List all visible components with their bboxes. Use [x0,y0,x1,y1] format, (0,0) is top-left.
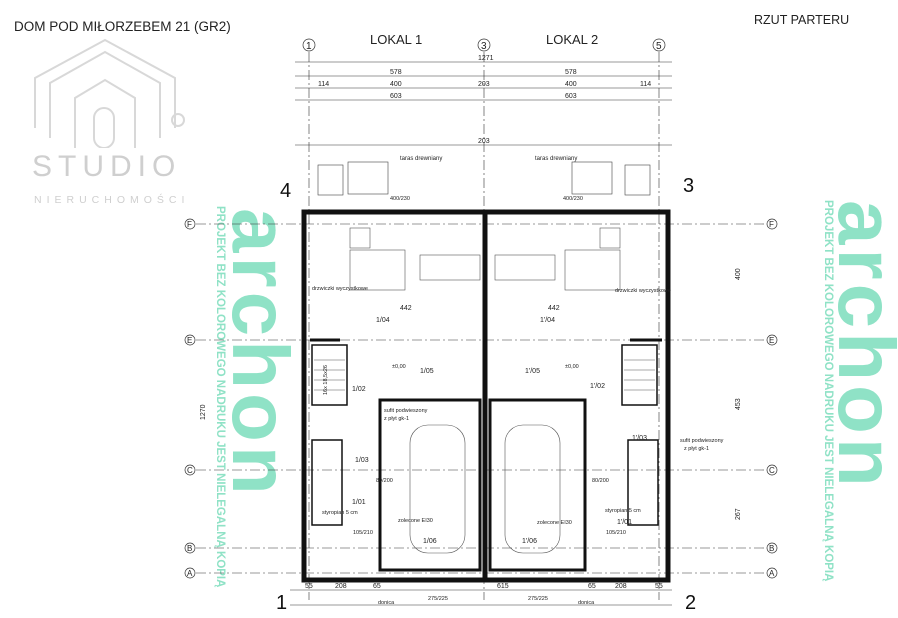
plan-label: A [769,569,775,578]
plan-label: 615 [497,583,509,590]
plan-label: 65 [588,583,596,590]
plan-label: sufit podwieszony [384,408,428,414]
axis-1: 1 [306,41,312,52]
plan-label: ±0,00 [392,364,406,370]
plan-label: 400 [390,81,402,88]
room-1-02: 1/02 [352,386,366,393]
plan-label: 400 [565,81,577,88]
room-2-04: 1'/04 [540,317,555,324]
unit-label-right: LOKAL 2 [546,32,599,47]
plan-label: 208 [615,583,627,590]
room-1-04: 1/04 [376,317,390,324]
plan-label: 400 [735,268,742,280]
room-2-05: 1'/05 [525,368,540,375]
axis-B: B [187,544,192,553]
plan-label: 105/210 [353,530,373,536]
note-terrace-right: taras drewniany [535,156,577,162]
plan-label: donica [378,600,395,606]
room-2-06: 1'/06 [522,538,537,545]
axis-3: 3 [481,41,487,52]
plan-label: 114 [318,81,329,88]
room-2-02: 1'/02 [590,383,605,390]
note-terrace-left: taras drewniany [400,156,442,162]
plan-label: styropian 5 cm [322,510,358,516]
plan-label: 1270 [200,404,207,420]
plan-label: C [769,466,775,475]
plan-label: sufit podwieszony [680,438,724,444]
plan-label: 65 [373,583,381,590]
plan-label: zolecone EI30 [537,520,572,526]
plan-label: 80/200 [592,478,609,484]
studio-logo-icon [34,38,185,148]
axis-A: A [187,569,193,578]
plan-label: 578 [565,69,577,76]
plan-label: 203 [478,138,490,145]
plan-label: styropian 5 cm [605,508,641,514]
drawing-title: DOM POD MIŁORZEBEM 21 (GR2) [14,19,231,34]
plan-label: 453 [735,398,742,410]
plan-label: ±0,00 [565,364,579,370]
room-2-03: 1'/03 [632,435,647,442]
plan-label: 80/200 [376,478,393,484]
axis-5: 5 [656,41,662,52]
dim-total: 1271 [478,55,494,62]
axis-F: F [187,220,192,229]
plan-label: E [769,336,774,345]
plan-label: B [769,544,774,553]
plan-label: 603 [390,93,402,100]
room-1-01: 1/01 [352,499,366,506]
plan-label: 578 [390,69,402,76]
room-1-06: 1/06 [423,538,437,545]
plan-label: 275/225 [528,596,548,602]
plan-label: F [769,220,774,229]
corner-3: 3 [683,175,695,197]
plan-label: 208 [335,583,347,590]
plan-label: 203 [478,81,490,88]
corner-1: 1 [276,592,288,614]
room-1-03: 1/03 [355,457,369,464]
room-2-01: 1'/01 [617,519,632,526]
plan-label: z płyt gk-1 [684,446,709,452]
plan-label: 105/210 [606,530,626,536]
unit-label-left: LOKAL 1 [370,32,423,47]
plan-label: 442 [400,305,412,312]
room-1-05: 1/05 [420,368,434,375]
plan-label: drzwiczki wyczystkowe [312,286,368,292]
plan-label: 275/225 [428,596,448,602]
plan-label: 55 [305,583,313,590]
plan-label: 267 [735,508,742,520]
corner-4: 4 [280,180,292,202]
plan-label: z płyt gk-1 [384,416,409,422]
plan-label: donica [578,600,595,606]
drawing-subtitle: RZUT PARTERU [754,13,850,27]
plan-label: zolecone EI30 [398,518,433,524]
corner-2: 2 [685,592,697,614]
studio-brand: STUDIO [32,150,182,183]
plan-label: 442 [548,305,560,312]
plan-label: drzwiczki wyczystkowe [615,288,671,294]
plan-label: 55 [655,583,663,590]
plan-label: 400/230 [563,196,583,202]
studio-brand-sub: NIERUCHOMOŚCI [34,194,190,206]
plan-label: 16x 18,5x26 [323,365,329,395]
axis-C: C [187,466,193,475]
plan-label: 400/230 [390,196,410,202]
plan-label: 114 [640,81,651,88]
plan-label: 603 [565,93,577,100]
axis-E: E [187,336,192,345]
